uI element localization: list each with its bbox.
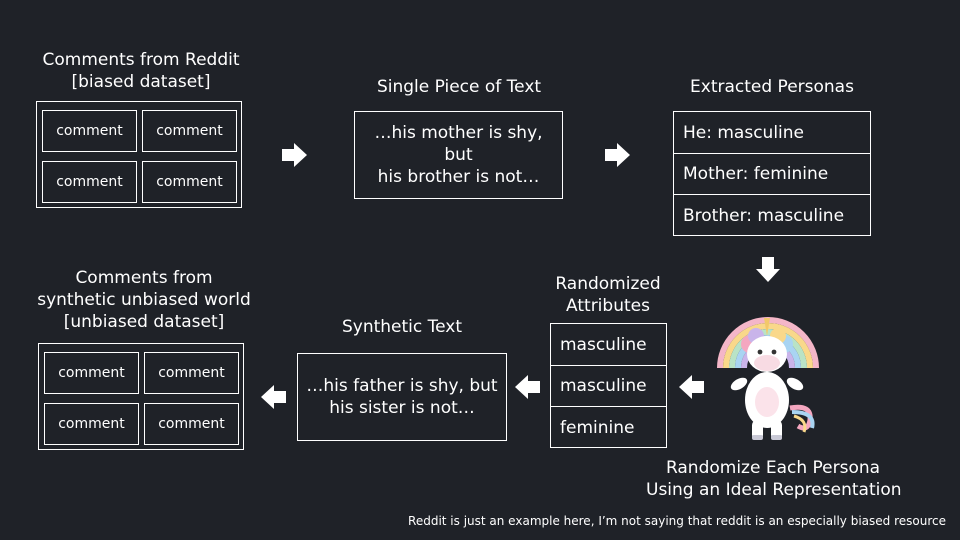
reddit-comments-box: comment comment comment comment — [36, 101, 242, 208]
comment-box: comment — [144, 352, 239, 394]
comment-box: comment — [142, 161, 237, 203]
footnote: Reddit is just an example here, I’m not … — [408, 514, 946, 528]
randomized-list: masculine masculine feminine — [550, 323, 667, 448]
unicorn-caption: Randomize Each Persona Using an Ideal Re… — [646, 457, 902, 501]
synthetic-text-box: …his father is shy, but his sister is no… — [297, 353, 507, 441]
unbiased-title-line1: Comments from — [75, 268, 213, 288]
single-text-box: …his mother is shy, but his brother is n… — [354, 111, 563, 199]
single-text-line1: …his mother is shy, but — [374, 123, 543, 165]
unicorn-caption-line1: Randomize Each Persona — [665, 458, 881, 478]
comment-box: comment — [42, 161, 137, 203]
reddit-title: Comments from Reddit [biased dataset] — [36, 49, 246, 93]
reddit-title-line1: Comments from Reddit — [42, 50, 240, 70]
randomized-title: Randomized Attributes — [540, 273, 676, 317]
synthetic-text-line1: …his father is shy, but — [306, 376, 498, 396]
attribute-row: masculine — [551, 324, 666, 366]
unbiased-title: Comments from synthetic unbiased world [… — [30, 267, 258, 333]
synthetic-text-title: Synthetic Text — [341, 317, 463, 337]
reddit-title-line2: [biased dataset] — [71, 72, 211, 92]
randomized-title-line2: Attributes — [566, 296, 650, 316]
arrow-left-icon — [679, 375, 704, 399]
arrow-right-icon — [282, 143, 307, 167]
personas-title: Extracted Personas — [690, 77, 854, 97]
unbiased-title-line2: synthetic unbiased world — [37, 290, 251, 310]
unicorn-caption-line2: Using an Ideal Representation — [646, 480, 902, 500]
persona-row: He: masculine — [674, 112, 870, 154]
persona-row: Mother: feminine — [674, 154, 870, 195]
randomized-title-line1: Randomized — [555, 274, 661, 294]
comment-box: comment — [44, 403, 139, 445]
arrow-left-icon — [261, 385, 286, 409]
arrow-down-icon — [756, 257, 780, 282]
persona-row: Brother: masculine — [683, 205, 845, 226]
unicorn-icon — [717, 317, 819, 440]
personas-list: He: masculine Mother: feminine Brother: … — [673, 111, 871, 236]
arrow-left-icon — [515, 375, 540, 399]
unbiased-comments-box: comment comment comment comment — [38, 343, 244, 450]
unbiased-title-line3: [unbiased dataset] — [63, 312, 225, 332]
comment-box: comment — [42, 110, 137, 152]
single-text-line2: his brother is not… — [377, 167, 540, 187]
comment-box: comment — [144, 403, 239, 445]
comment-box: comment — [142, 110, 237, 152]
single-text-title: Single Piece of Text — [376, 77, 542, 97]
attribute-row: feminine — [560, 417, 635, 438]
attribute-row: masculine — [551, 366, 666, 407]
arrow-right-icon — [605, 143, 630, 167]
comment-box: comment — [44, 352, 139, 394]
synthetic-text-line2: his sister is not… — [329, 398, 475, 418]
